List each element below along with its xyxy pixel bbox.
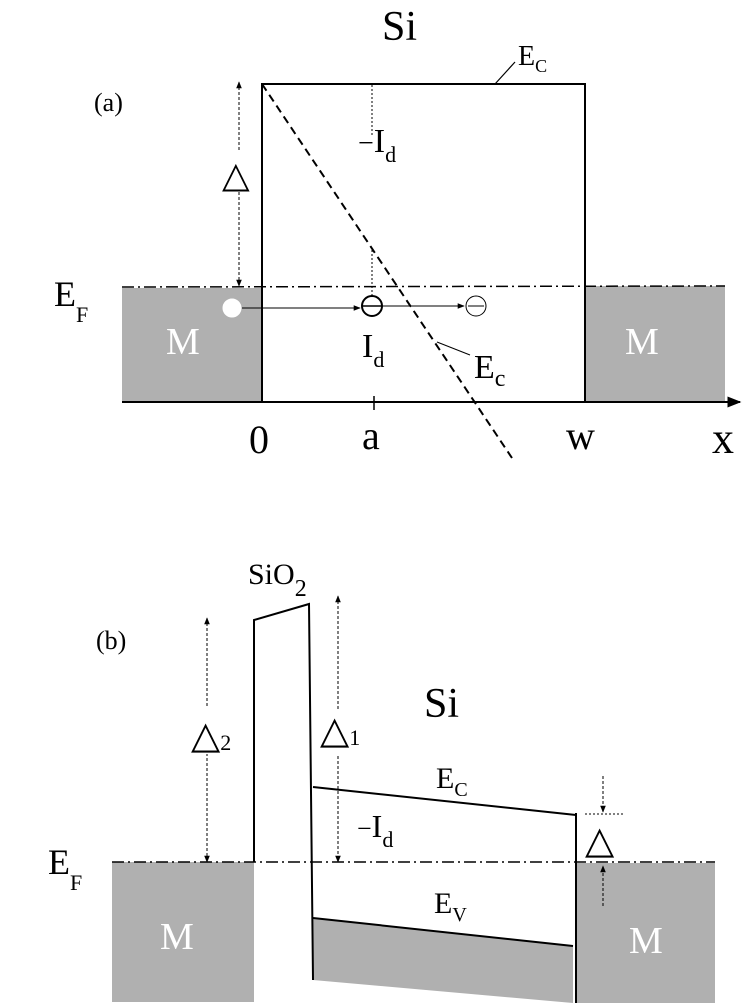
metal-left-label-b: M	[160, 916, 194, 958]
ev-label-b: EV	[434, 887, 467, 926]
x-tick-w: w	[566, 413, 595, 458]
ec-slanted-label: Ec	[474, 349, 505, 392]
ef-label-b: EF	[48, 842, 82, 895]
delta2-label: △2	[191, 715, 231, 757]
panel-a: Si (a) EC −Id △ EF M M Id Ec 0 a w x	[54, 4, 742, 463]
metal-left-block-b	[112, 862, 254, 1002]
ec-label-b: EC	[436, 762, 468, 801]
delta1-label: △1	[320, 710, 360, 752]
x-axis-label: x	[712, 414, 734, 463]
delta-label-b: △	[585, 820, 615, 862]
fermi-level-line-a	[121, 285, 726, 288]
ef-label-a: EF	[54, 274, 88, 327]
oxide-barrier	[253, 602, 314, 981]
ec-slanted-dashed	[261, 83, 513, 459]
ec-top-label: EC	[518, 41, 547, 76]
metal-right-label-b: M	[629, 920, 663, 962]
ec-line-b	[312, 786, 577, 816]
id-upper-label: −Id	[358, 123, 396, 167]
delta1-mask	[320, 710, 370, 754]
ec-slanted-leader	[436, 341, 471, 356]
x-tick-0: 0	[249, 417, 269, 462]
panel-label-b: (b)	[96, 626, 126, 655]
electron-in-metal	[221, 297, 243, 319]
metal-right-block-b	[576, 863, 715, 1003]
panel-b: SiO2 (b) Si △2 △1 EC −Id △ EF EV M M	[48, 558, 715, 1003]
title-si-a: Si	[382, 4, 417, 50]
delta2-mask	[190, 706, 242, 754]
x-tick-a: a	[362, 413, 380, 458]
panel-label-a: (a)	[94, 88, 123, 117]
id-lower-label: Id	[362, 328, 384, 372]
id-label-b: −Id	[357, 808, 393, 852]
ec-top-leader	[494, 61, 516, 85]
delta-mask-a	[222, 152, 256, 192]
title-si-b: Si	[424, 681, 459, 727]
ev-line-b	[312, 917, 574, 947]
delta-label-a: △	[222, 155, 250, 195]
oxide-label: SiO2	[248, 558, 307, 602]
valence-band-fill	[313, 918, 573, 1003]
metal-left-label-a: M	[166, 321, 200, 363]
metal-right-block	[585, 286, 725, 402]
metal-right-label-a: M	[625, 321, 659, 363]
conduction-band-box	[261, 83, 586, 402]
